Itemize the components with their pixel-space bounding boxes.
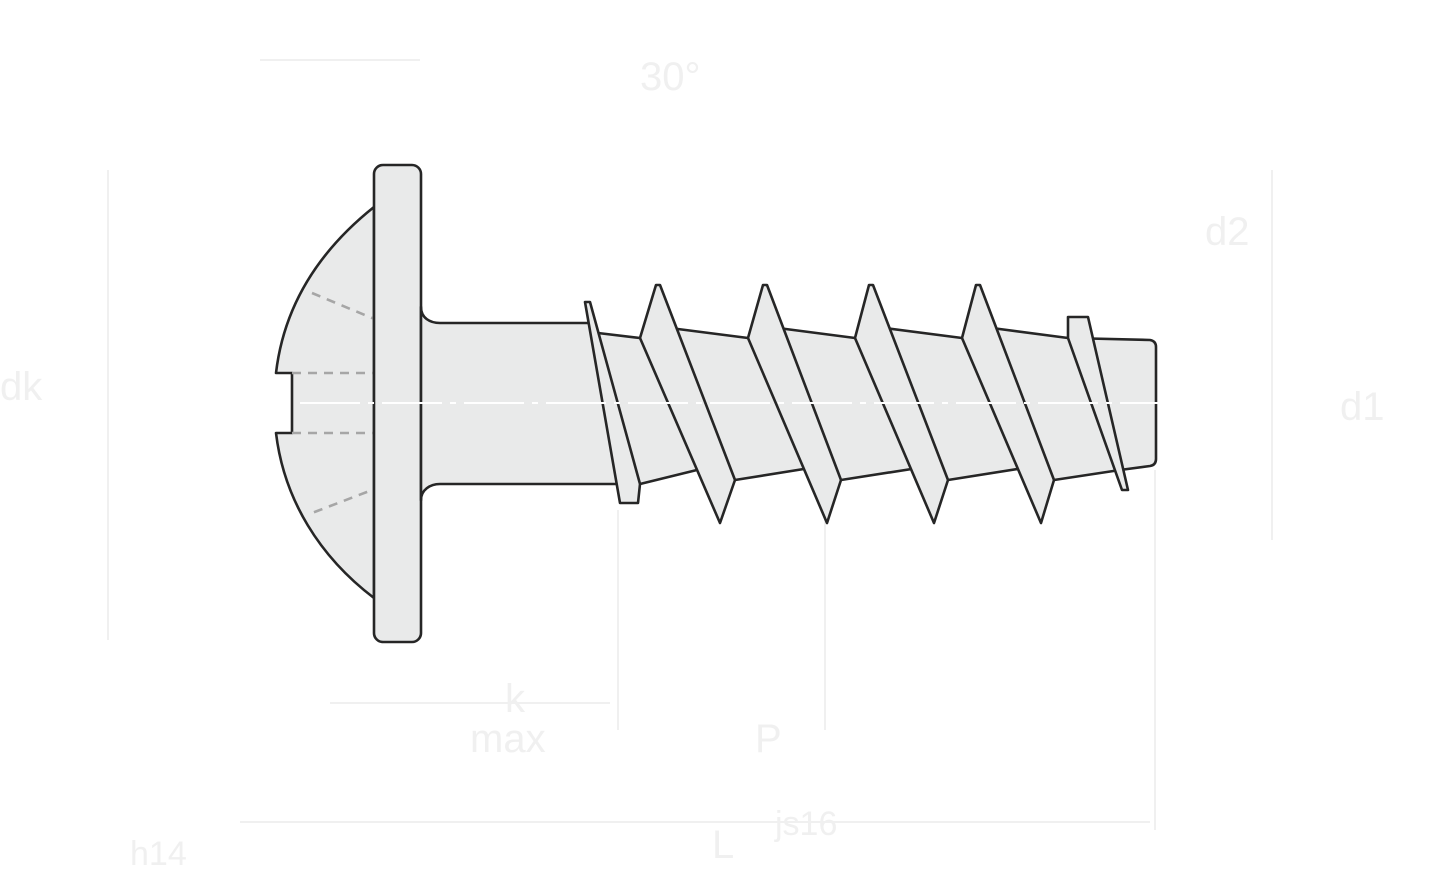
angle-label: 30° <box>640 55 701 99</box>
tolerance-a-label: js16 <box>774 805 837 843</box>
max-label: max <box>470 717 546 761</box>
dk-label: dk <box>0 365 43 409</box>
tolerance-b-label: h14 <box>130 835 187 873</box>
length-label: L <box>712 823 734 867</box>
dimension-layer: 30° P L max d2 d1 dk k js16 h14 <box>0 55 1385 873</box>
k-label: k <box>505 677 526 721</box>
pitch-label: P <box>755 717 782 761</box>
d1-label: d1 <box>1340 385 1385 429</box>
d2-label: d2 <box>1205 210 1250 254</box>
